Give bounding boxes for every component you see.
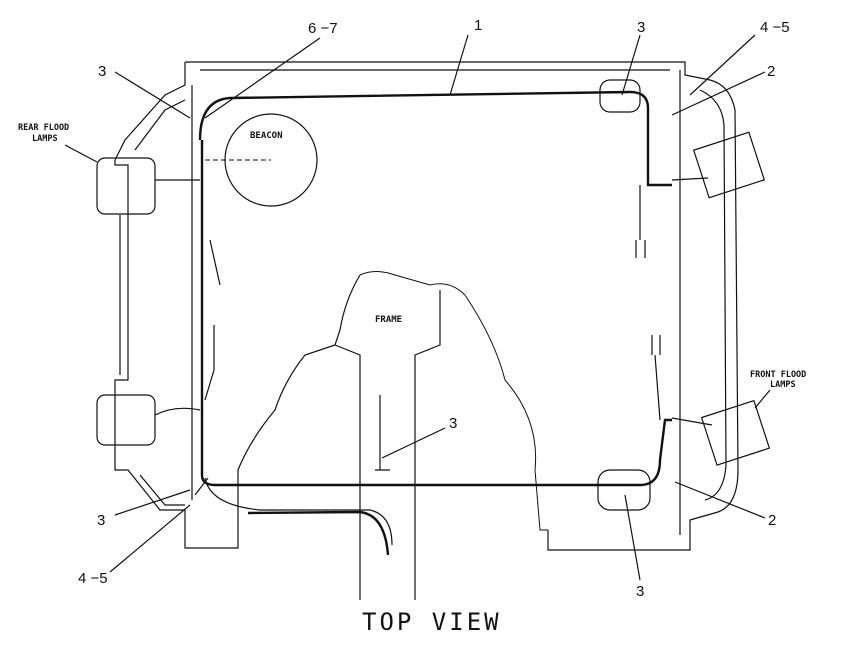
frame-label: FRAME <box>375 315 402 325</box>
callout-2-top: 2 <box>767 63 775 80</box>
front-flood-label-2: LAMPS <box>770 380 796 390</box>
leaders <box>109 34 766 581</box>
callout-3-bottom-left: 3 <box>97 512 105 529</box>
front-flood-label-1: FRONT FLOOD <box>750 370 806 380</box>
callout-2-bottom: 2 <box>768 512 776 529</box>
rear-flood-lamps: REAR FLOOD LAMPS <box>18 123 201 446</box>
beacon: BEACON <box>205 113 318 207</box>
grommets <box>597 79 651 511</box>
callout-3-top-left: 3 <box>98 63 106 80</box>
callout-4-5-top: 4 −5 <box>760 19 790 36</box>
callout-3-center: 3 <box>449 415 457 432</box>
callout-1: 1 <box>474 17 482 34</box>
callout-numbers: 1 6 −7 3 3 4 −5 2 3 3 4 −5 2 3 <box>78 17 790 600</box>
main-harness <box>194 90 672 556</box>
rear-flood-label-2: LAMPS <box>32 134 58 144</box>
rear-flood-label-1: REAR FLOOD <box>18 123 69 133</box>
callout-3-bottom-right: 3 <box>636 583 644 600</box>
cab-outline <box>114 61 739 551</box>
callout-4-5-bottom: 4 −5 <box>78 570 108 587</box>
connectors <box>204 185 661 471</box>
frame-outline <box>237 271 548 600</box>
diagram-title: TOP VIEW <box>362 608 502 636</box>
callout-3-top-right: 3 <box>637 19 645 36</box>
beacon-label: BEACON <box>250 131 283 141</box>
front-flood-lamps: FRONT FLOOD LAMPS <box>671 131 806 466</box>
callout-6-7: 6 −7 <box>308 20 338 37</box>
